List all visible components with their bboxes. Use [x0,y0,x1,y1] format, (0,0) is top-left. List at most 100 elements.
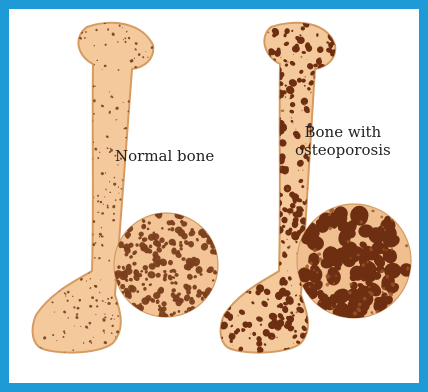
pore [243,155,246,158]
pore [90,199,92,202]
pore [252,211,263,221]
pore [57,211,60,215]
pore [31,149,35,153]
pore [53,158,55,160]
pore [274,173,276,175]
pore [78,70,80,72]
pore [248,29,250,31]
pore [41,208,43,210]
pore [136,98,140,102]
pore [144,214,146,216]
pore [216,88,226,98]
pore [227,65,231,69]
pore [45,205,47,207]
pore [72,24,75,27]
pore [142,129,145,132]
pore [256,203,259,206]
pore [237,29,239,31]
pore [67,71,69,73]
pore [251,254,252,255]
pore [219,141,222,144]
pore [250,161,254,165]
pore [226,122,230,126]
pore [325,197,327,198]
pore [28,30,30,32]
pore [149,322,151,324]
pore [219,279,228,288]
pore [69,57,73,61]
pore [315,101,319,104]
pore [145,202,150,207]
pore [143,115,145,117]
pore [51,111,54,114]
pore [59,207,61,209]
pore [72,163,75,166]
pore [38,252,41,255]
pore [138,172,140,174]
pore [220,311,221,312]
pore [250,104,262,115]
pore [265,230,268,233]
pore [34,156,36,158]
pore [58,112,60,114]
pore [78,180,82,184]
pore [139,190,144,194]
pore [147,82,149,83]
pore [268,169,272,173]
pore [81,27,83,29]
pore [237,90,247,100]
pore [134,87,137,90]
pore [242,233,249,240]
pore [227,118,236,127]
pore [244,119,249,124]
pore [118,186,119,188]
pore [240,44,246,51]
pore [232,188,242,198]
pore [264,168,274,178]
pore [78,198,80,199]
pore [232,196,235,199]
pore [237,219,241,224]
pore [249,258,251,260]
pore [311,180,317,185]
pore [42,190,46,194]
pore [32,207,36,211]
pore [242,183,245,186]
pore [143,339,146,342]
pore [77,236,79,237]
pore [238,243,241,247]
pore [255,205,259,209]
pore [139,118,141,120]
pore [65,155,68,157]
pore [32,177,36,181]
pore [275,89,279,92]
pore [271,101,278,108]
pore [76,257,79,259]
pore [309,304,315,310]
pore [214,178,224,187]
pore [313,197,317,201]
pore [151,132,153,134]
pore [150,338,152,340]
pore [271,105,275,109]
pore [319,117,321,119]
pore [153,62,157,66]
pore [45,31,48,34]
pore [143,117,145,119]
pore [44,112,46,113]
pore [72,62,76,65]
pore [89,86,92,89]
pore [332,76,339,83]
pore [267,152,270,155]
pore [78,22,79,23]
pore [36,272,37,274]
pore [32,267,36,271]
pore [255,200,259,204]
pore [239,101,245,107]
pore [144,187,147,190]
pore [144,21,149,26]
pore [311,315,317,321]
pore [74,65,76,68]
pore [34,101,36,103]
pore [35,83,37,85]
